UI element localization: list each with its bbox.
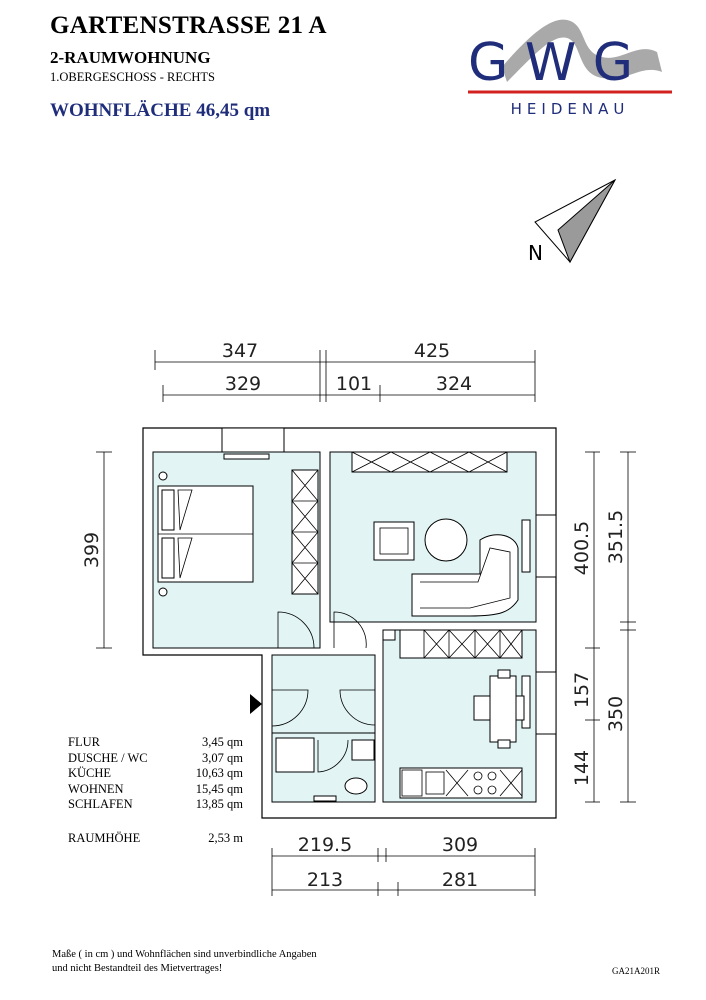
north-arrow: N [528, 178, 617, 265]
dim-top-outer-left: 347 [222, 340, 258, 362]
kitchen-counter [399, 767, 523, 799]
dimension-lines-left [96, 451, 112, 649]
logo-swoosh [502, 19, 662, 82]
dim-bottom-inner-right: 281 [442, 869, 478, 891]
room-height-value: 2,53 m [208, 830, 243, 845]
legend-row-room-height: RAUMHÖHE 2,53 m [68, 831, 243, 847]
logo-city: HEIDENAU [511, 100, 630, 118]
wall-unit-living [351, 451, 508, 473]
legend-row-schlafen: SCHLAFEN 13,85 qm [68, 797, 243, 813]
door-entrance [271, 689, 309, 727]
wardrobe-bedroom [291, 469, 319, 595]
dimension-lines-top [154, 350, 536, 402]
dim-right-outer-2: 350 [605, 696, 627, 732]
nightstand-lamp-bottom [158, 587, 168, 597]
dim-bottom-outer-left: 219.5 [298, 834, 352, 856]
legend-row-wohnen: WOHNEN 15,45 qm [68, 782, 243, 798]
room-name: SCHLAFEN [68, 797, 133, 811]
dim-left: 399 [81, 532, 103, 568]
plan-code: GA21A201R [612, 966, 661, 976]
dimension-lines-right [585, 451, 636, 803]
room-name: DUSCHE / WC [68, 750, 148, 765]
dim-right-outer-1: 351.5 [605, 510, 627, 564]
living-area: WOHNFLÄCHE 46,45 qm [50, 100, 271, 121]
dim-bottom-outer-right: 309 [442, 834, 478, 856]
door-bathroom [317, 739, 349, 773]
dim-right-inner-3: 144 [571, 750, 593, 786]
dim-right-inner-1: 400.5 [571, 521, 593, 575]
toilet [344, 777, 368, 795]
sofa [411, 534, 519, 617]
kitchen-upper-cabinets [399, 629, 523, 659]
floor-label: 1.OBERGESCHOSS - RECHTS [50, 70, 215, 84]
window-kitchen [535, 671, 557, 735]
double-bed [157, 485, 254, 583]
door-bedroom [277, 611, 315, 649]
legend-row-flur: FLUR 3,45 qm [68, 735, 243, 751]
legend-row-dusche-wc: DUSCHE / WC 3,07 qm [68, 751, 243, 767]
room-area: 15,45 qm [195, 781, 243, 796]
room-name: KÜCHE [68, 766, 112, 780]
floor-plan: 347 425 329 101 324 399 400.5 351.5 157 … [81, 340, 636, 896]
door-living [333, 611, 367, 649]
page-title: GARTENSTRASSE 21 A [50, 12, 327, 39]
dim-bottom-inner-left: 213 [307, 869, 343, 891]
dining-table [473, 669, 525, 749]
disclaimer-line-1: Maße ( in cm ) und Wohnflächen sind unve… [52, 949, 317, 960]
room-flur [271, 654, 376, 734]
dim-right-inner-2: 157 [571, 672, 593, 708]
room-area: 3,07 qm [202, 750, 243, 765]
dim-top-inner-left: 329 [225, 373, 261, 395]
window-living [535, 514, 557, 578]
dim-top-outer-right: 425 [414, 340, 450, 362]
legend-row-kueche: KÜCHE 10,63 qm [68, 766, 243, 782]
nightstand-lamp-top [158, 471, 168, 481]
room-height-label: RAUMHÖHE [68, 830, 141, 845]
door-kitchen [339, 689, 376, 726]
radiator-living [521, 519, 531, 573]
logo-letters: G W G [468, 33, 633, 93]
room-name: FLUR [68, 735, 100, 749]
coffee-table [424, 518, 468, 562]
kitchen-chimney [382, 629, 396, 641]
radiator-bedroom [223, 453, 270, 460]
dim-top-inner-right: 324 [436, 373, 472, 395]
dim-top-inner-mid: 101 [336, 373, 372, 395]
disclaimer-line-2: und nicht Bestandteil des Mietvertrages! [52, 963, 223, 974]
radiator-bath [313, 795, 337, 802]
washbasin [351, 739, 375, 761]
window-bedroom [221, 427, 285, 453]
room-area-legend: FLUR 3,45 qm DUSCHE / WC 3,07 qm KÜCHE 1… [68, 735, 243, 846]
room-area: 13,85 qm [195, 797, 243, 811]
room-area: 3,45 qm [202, 735, 243, 749]
shower-tray [275, 737, 315, 773]
disclaimer: Maße ( in cm ) und Wohnflächen sind unve… [52, 948, 317, 976]
north-label: N [528, 241, 543, 265]
gwg-logo: G W G HEIDENAU [468, 19, 672, 118]
entrance-marker [250, 694, 262, 714]
room-area: 10,63 qm [195, 766, 243, 780]
dimension-lines-bottom [271, 848, 536, 896]
room-name: WOHNEN [68, 781, 124, 796]
apartment-type: 2-RAUMWOHNUNG [50, 48, 211, 67]
